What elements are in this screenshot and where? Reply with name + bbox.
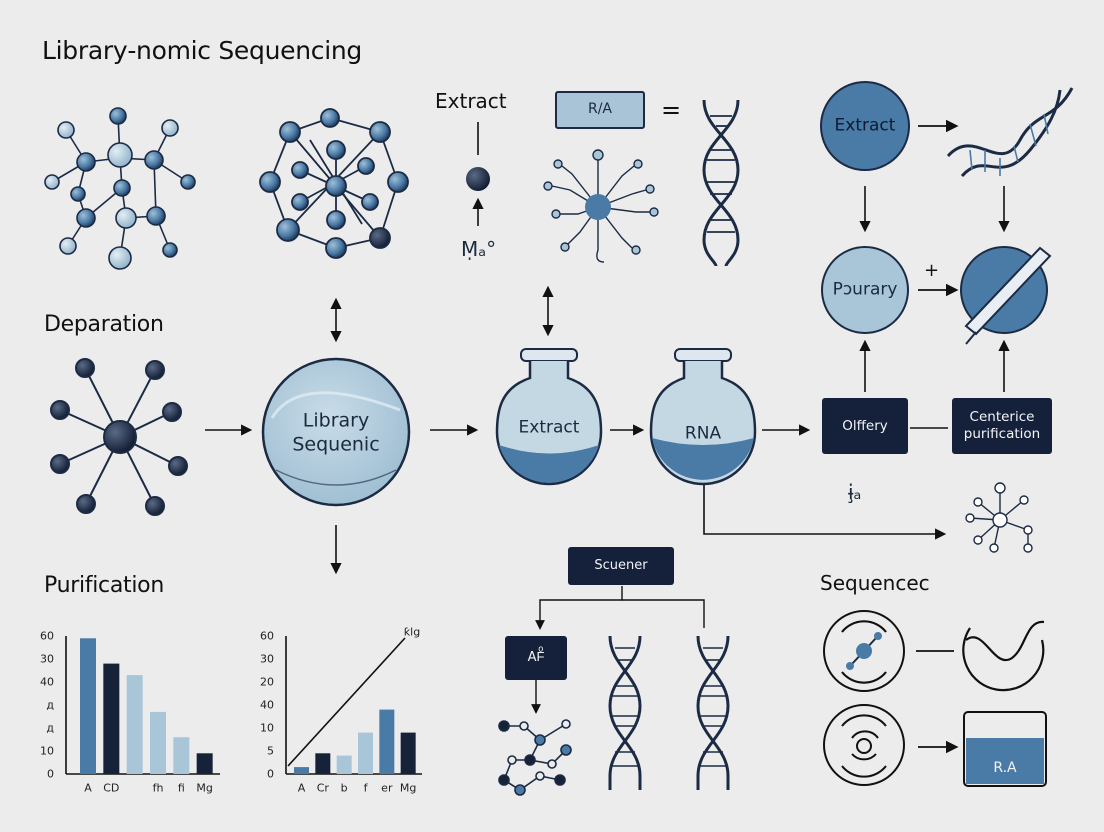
y-tick-2: д (46, 721, 54, 735)
bar-chart-1 (65, 636, 220, 775)
molecule-1-icon (44, 107, 196, 270)
y-tick-3: д (46, 698, 54, 712)
extract-flask-node (495, 348, 603, 486)
glyph-symbol-mid: ɨ̧ₐ (848, 480, 862, 504)
centerice-line: Centerice (969, 409, 1035, 426)
equals-sign: = (661, 96, 682, 124)
pipette-circle-icon (960, 246, 1052, 345)
y-tick-0: 0 (267, 767, 274, 781)
category-label-1: A (84, 781, 92, 795)
y-tick-4: 20 (260, 675, 274, 689)
rna-flask-text: RNA (684, 423, 722, 444)
page-title: Library‑nomic Sequencing (42, 36, 362, 65)
molecule-2-icon (259, 108, 409, 259)
y-tick-0: 0 (47, 767, 54, 781)
hub-molecule-icon (50, 358, 188, 516)
ria-box: R/A (555, 91, 645, 129)
deparation-label: Deparation (44, 312, 164, 337)
bar-4 (150, 711, 166, 774)
extract-circle-node (820, 81, 910, 171)
purification-line: purification (963, 426, 1041, 442)
extract-node-icon (466, 122, 490, 226)
bar-2 (315, 753, 331, 774)
dna-helix-diagonal-icon (946, 87, 1074, 178)
y-tick-1: 5 (267, 744, 274, 758)
cycle-icon-2 (823, 704, 905, 786)
bar-chart-2 (285, 636, 422, 775)
y-tick-3: 40 (260, 698, 274, 712)
category-label-2: Cr (316, 781, 329, 795)
category-label-4: f (363, 781, 368, 795)
centerice-box: Centerice purification (952, 398, 1052, 454)
ra-container-icon (963, 711, 1047, 787)
bar-1 (80, 638, 96, 774)
bar-5 (379, 709, 395, 774)
dna-helix-bottom-1-icon (608, 635, 642, 790)
y-tick-5: 30 (260, 652, 274, 666)
olffery-box: Olffery (822, 398, 908, 454)
cycle-icon-1 (823, 610, 905, 692)
y-tick-6: 60 (260, 629, 274, 643)
category-label-6: Mg (196, 781, 213, 795)
category-label-6: Mg (399, 781, 417, 795)
purification-label: Purification (44, 573, 164, 598)
af-network-icon (498, 719, 572, 796)
plus-sign: + (924, 260, 940, 281)
bar-6 (400, 732, 416, 774)
trend-line-label: ƙlg (403, 625, 421, 639)
dna-helix-bottom-2-icon (696, 635, 730, 790)
radial-network-icon (543, 149, 659, 263)
bar-6 (196, 753, 213, 774)
bar-2 (103, 663, 120, 774)
pdurary-circle-node (821, 246, 909, 334)
sequencec-label: Sequencec (820, 571, 930, 595)
extract-label: Extract (435, 89, 507, 113)
category-label-4: fh (152, 781, 164, 795)
bar-1 (294, 767, 309, 774)
extract-flask-text: Extract (518, 417, 580, 438)
dna-helix-icon (702, 99, 740, 267)
category-label-5: fi (177, 781, 185, 795)
library-sequenic-node (261, 357, 411, 507)
scuener-connector (535, 586, 705, 630)
scuener-box: Scuener (568, 547, 674, 585)
category-label-1: A (297, 781, 306, 795)
bar-3 (126, 675, 143, 774)
extract-circle-text: Extract (834, 115, 896, 136)
category-label-5: er (381, 781, 393, 795)
rna-flask-node (649, 348, 757, 486)
wave-circle-icon (962, 620, 1045, 692)
bar-3 (336, 755, 352, 774)
sequenic-line: Sequenic (292, 433, 380, 455)
ra-text: R.A (993, 760, 1017, 776)
y-tick-1: 10 (40, 744, 54, 758)
library-sequenic-text: Library Sequenic (292, 409, 379, 457)
y-tick-4: 40 (40, 675, 54, 689)
y-tick-6: 60 (40, 629, 54, 643)
trend-line (287, 637, 406, 767)
glyph-symbol-top: Ṃₐ° (461, 237, 497, 261)
small-network-icon (965, 482, 1033, 553)
bar-5 (173, 737, 190, 774)
af-box: AFͦ (505, 636, 567, 680)
category-label-3: b (340, 781, 348, 795)
bar-4 (358, 732, 373, 774)
y-tick-2: 10 (260, 721, 274, 735)
pdurary-text: Pɔurary (832, 279, 898, 300)
y-tick-5: 30 (40, 652, 54, 666)
category-label-2: CD (103, 781, 120, 795)
library-line: Library (302, 409, 370, 432)
